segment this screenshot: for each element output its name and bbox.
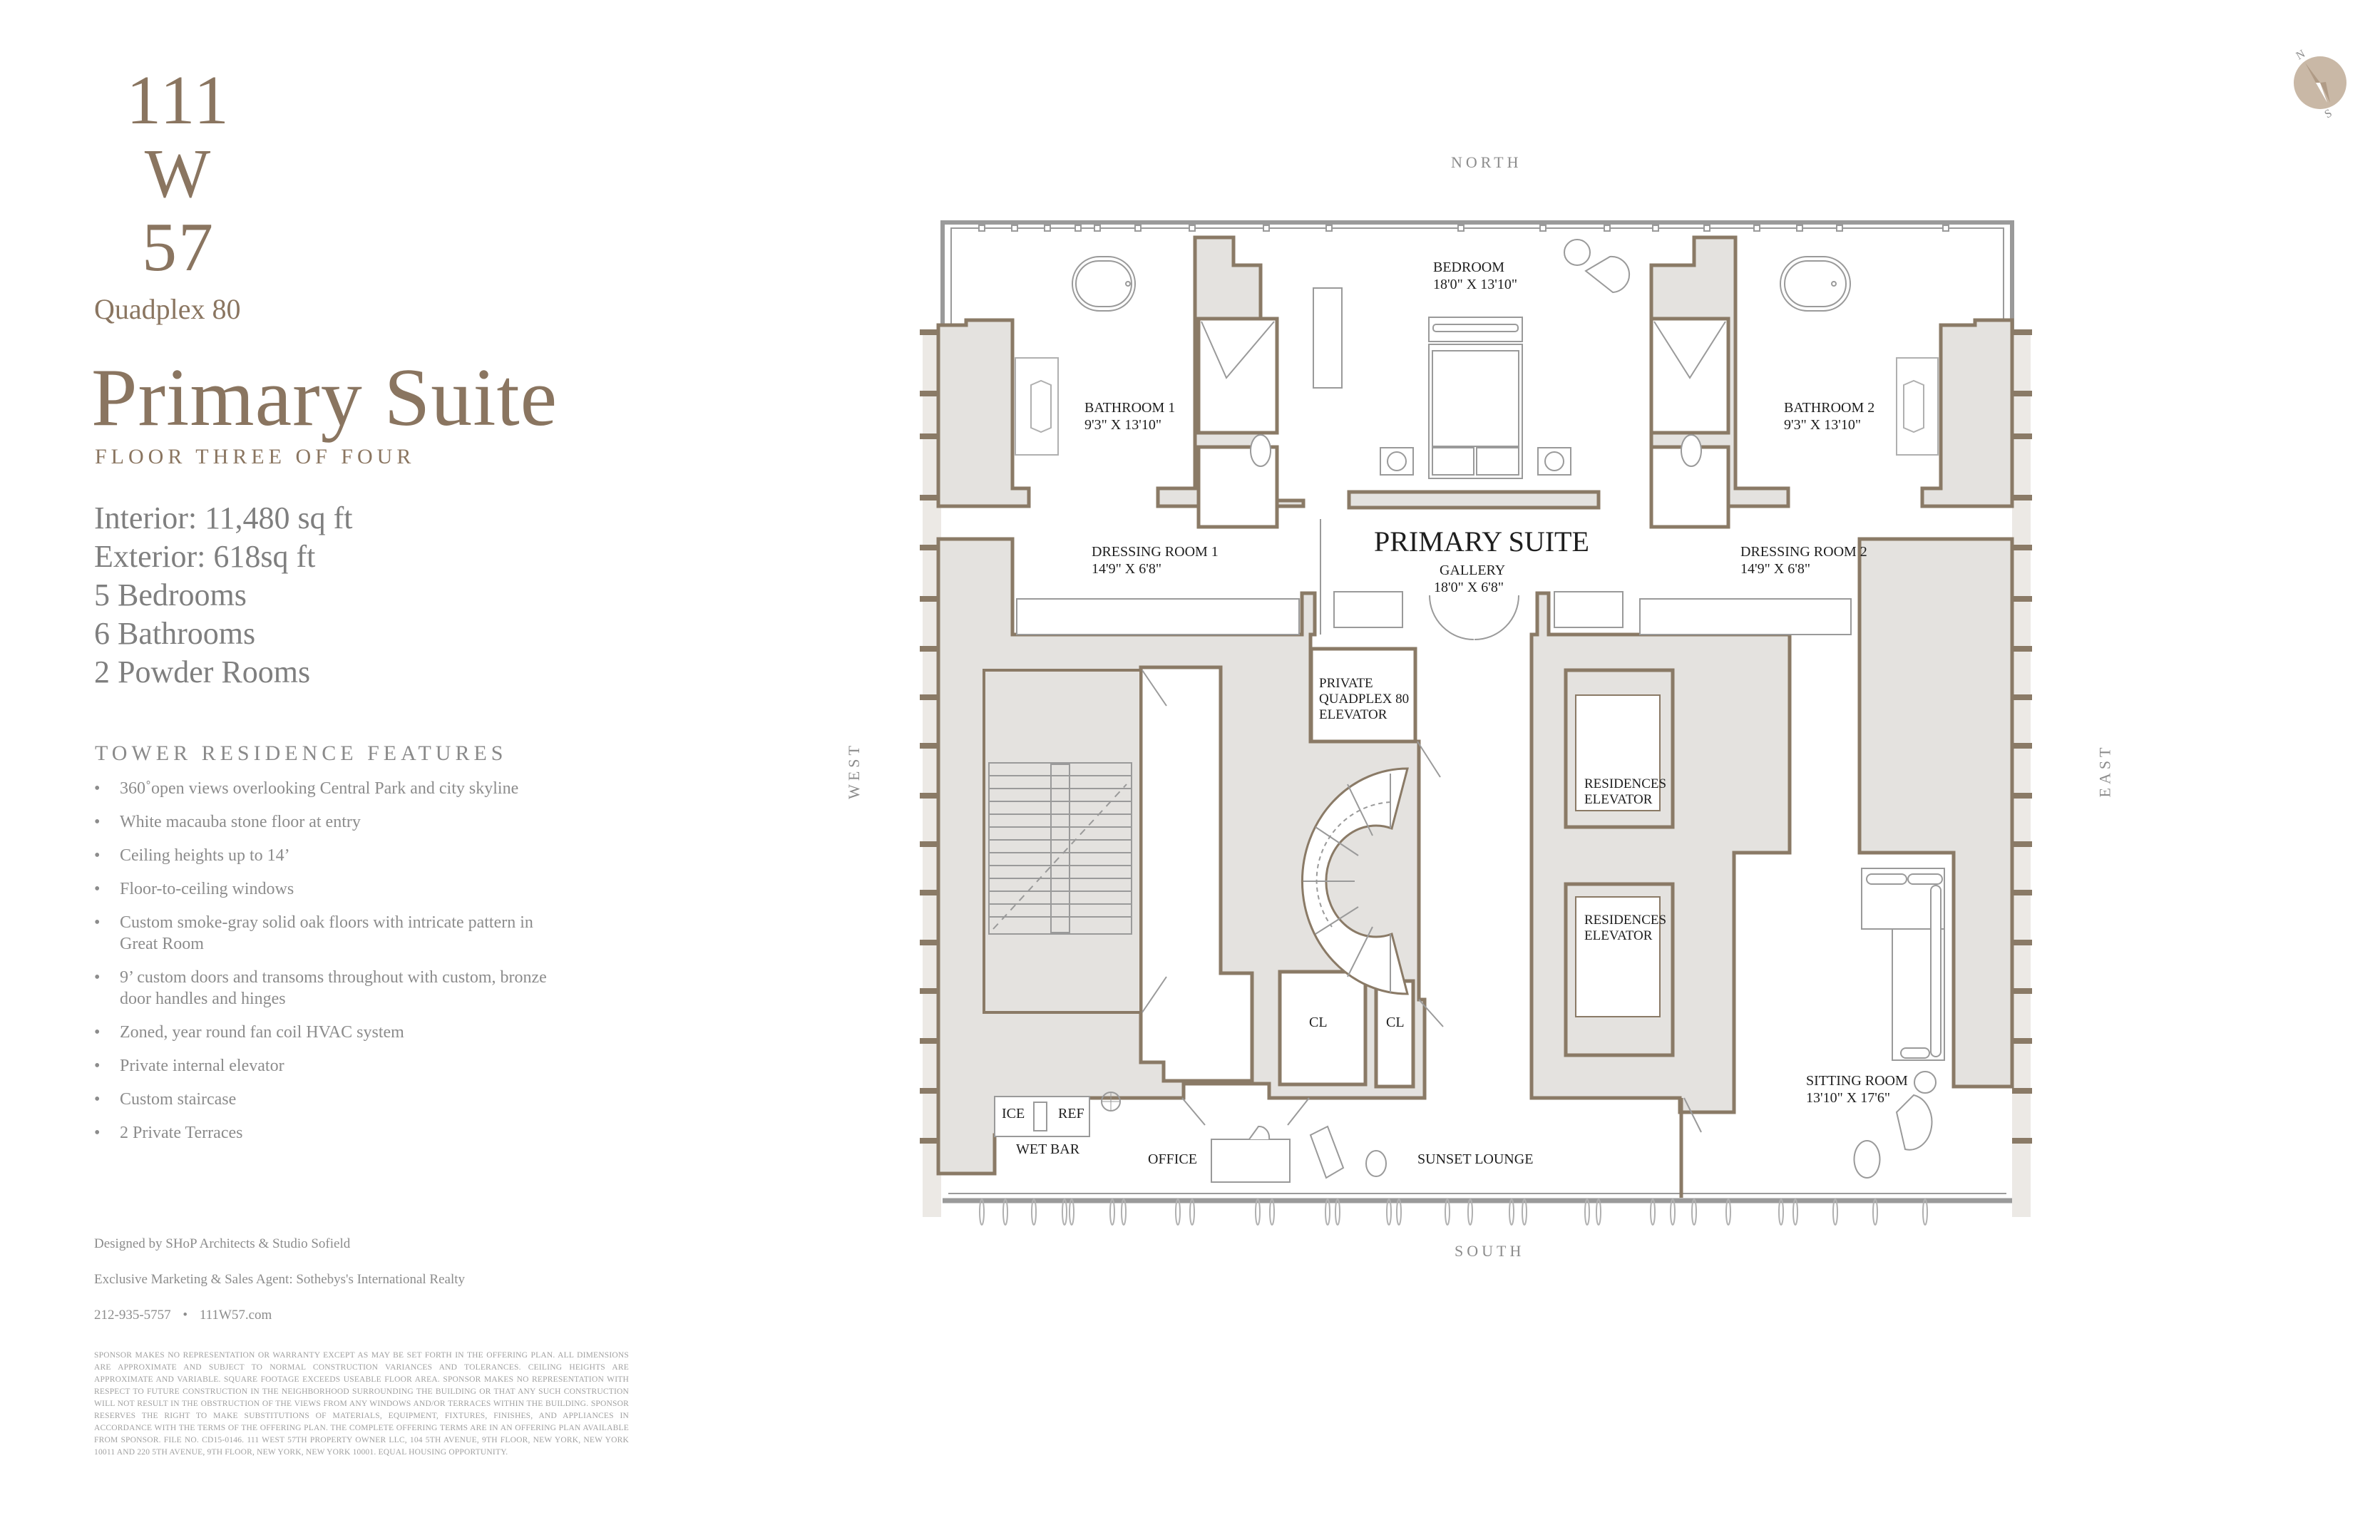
north-mullions [978, 225, 1949, 232]
dressing-built-ins [1016, 287, 1852, 635]
bullet-icon: • [94, 779, 101, 798]
office-furniture-icons [1211, 1125, 1387, 1183]
label-gallery: GALLERY [1440, 563, 1505, 578]
feature-item: •360˚open views overlooking Central Park… [94, 779, 519, 798]
label-bedroom-size: 18'0" X 13'10" [1433, 277, 1517, 292]
toilet-icons [1250, 434, 1702, 467]
label-bedroom: BEDROOM [1433, 260, 1504, 275]
label-closet-1: CL [1309, 1015, 1328, 1030]
room-labels: BEDROOM 18'0" X 13'10" BATHROOM 1 9'3" X… [1002, 260, 1908, 1167]
vanity-icons [1015, 357, 1939, 456]
bullet-icon: • [94, 846, 101, 865]
bedroom-chair-icon [1564, 239, 1631, 294]
label-bathroom-2-size: 9'3" X 13'10" [1784, 417, 1861, 433]
stat-bedrooms: 5 Bedrooms [94, 578, 247, 612]
door-swings [1142, 595, 1702, 1133]
separator-dot: • [183, 1308, 188, 1323]
label-bathroom-1-size: 9'3" X 13'10" [1084, 417, 1161, 433]
label-sunset-lounge: SUNSET LOUNGE [1417, 1151, 1533, 1167]
spiral-staircase [1301, 767, 1409, 995]
website-link[interactable]: 111W57.com [199, 1308, 272, 1323]
south-terrace-frame [943, 1193, 2012, 1226]
feature-item: •Custom staircase [94, 1090, 237, 1109]
label-bathroom-2: BATHROOM 2 [1784, 400, 1874, 416]
feature-item: •2 Private Terraces [94, 1124, 243, 1142]
label-dressing-room-1-size: 14'9" X 6'8" [1092, 561, 1161, 577]
label-private-elevator-1: PRIVATE [1319, 676, 1373, 691]
label-ice: ICE [1002, 1106, 1025, 1121]
shower-icons [1201, 321, 1726, 379]
floorplan-title: PRIMARY SUITE [1374, 525, 1589, 558]
direction-north: NORTH [1451, 153, 1522, 171]
page-title: Primary Suite [91, 352, 558, 443]
label-wet-bar: WET BAR [1016, 1141, 1080, 1157]
label-res-elevator-2b: ELEVATOR [1584, 928, 1653, 943]
label-office: OFFICE [1148, 1151, 1197, 1167]
label-dressing-room-2-size: 14'9" X 6'8" [1740, 561, 1810, 577]
label-private-elevator-3: ELEVATOR [1319, 707, 1388, 722]
legal-disclaimer: Sponsor makes no representation or warra… [94, 1351, 629, 1457]
unit-stats: Interior: 11,480 sq ft Exterior: 618sq f… [94, 499, 353, 692]
east-facade [2012, 329, 2032, 1217]
brand-logo-111: 111 [126, 62, 230, 139]
feature-item: •Zoned, year round fan coil HVAC system [94, 1023, 404, 1042]
bullet-icon: • [94, 913, 101, 932]
features-title: TOWER RESIDENCE FEATURES [95, 741, 508, 765]
label-sitting-room-size: 13'10" X 17'6" [1806, 1090, 1890, 1106]
bullet-icon: • [94, 1057, 101, 1075]
label-res-elevator-1a: RESIDENCES [1584, 776, 1666, 791]
contact-line: 212-935-5757 • 111W57.com [94, 1308, 272, 1323]
bullet-icon: • [94, 1090, 101, 1109]
label-bathroom-1: BATHROOM 1 [1084, 400, 1175, 416]
label-sitting-room: SITTING ROOM [1806, 1073, 1908, 1089]
compass: N S [2282, 41, 2360, 120]
wet-bar-counter [994, 1092, 1121, 1137]
label-dressing-room-1: DRESSING ROOM 1 [1092, 544, 1219, 560]
stat-powder-rooms: 2 Powder Rooms [94, 654, 311, 689]
feature-item: •9’ custom doors and transoms throughout… [94, 968, 547, 1008]
label-closet-2: CL [1386, 1015, 1405, 1030]
stat-bathrooms: 6 Bathrooms [94, 616, 256, 651]
unit-subtitle: Quadplex 80 [94, 293, 241, 325]
feature-item: •Ceiling heights up to 14’ [94, 846, 290, 865]
floor-label: FLOOR THREE OF FOUR [95, 445, 416, 468]
stat-exterior: Exterior: 618sq ft [94, 539, 316, 574]
label-res-elevator-1b: ELEVATOR [1584, 792, 1653, 807]
stair-hall [983, 669, 1142, 1014]
compass-icon: N S [2294, 48, 2346, 120]
label-private-elevator-2: QUADPLEX 80 [1319, 692, 1409, 707]
sofa-icon [1853, 868, 1945, 1179]
feature-item: •White macauba stone floor at entry [94, 813, 361, 831]
label-ref: REF [1058, 1106, 1084, 1121]
bullet-icon: • [94, 1023, 101, 1042]
feature-item: •Floor-to-ceiling windows [94, 880, 294, 898]
bullet-icon: • [94, 968, 101, 987]
features-list: •360˚open views overlooking Central Park… [94, 778, 565, 1156]
feature-item: •Custom smoke-gray solid oak floors with… [94, 913, 533, 953]
bullet-icon: • [94, 880, 101, 898]
label-res-elevator-2a: RESIDENCES [1584, 913, 1666, 928]
brand-logo-57: 57 [142, 209, 215, 286]
designer-credit: Designed by SHoP Architects & Studio Sof… [94, 1236, 351, 1251]
bullet-icon: • [94, 813, 101, 831]
agent-credit: Exclusive Marketing & Sales Agent: Sothe… [94, 1272, 466, 1287]
phone-number: 212-935-5757 [94, 1308, 171, 1323]
north-terrace-frame [940, 220, 2014, 329]
label-dressing-room-2: DRESSING ROOM 2 [1740, 544, 1867, 560]
stat-interior: Interior: 11,480 sq ft [94, 500, 353, 535]
brand-logo-w: W [144, 135, 212, 212]
feature-item: •Private internal elevator [94, 1057, 284, 1075]
bullet-icon: • [94, 1124, 101, 1142]
bathtub-icons [1072, 256, 1851, 312]
direction-south: SOUTH [1455, 1242, 1525, 1260]
residences-elevator-cars [1575, 694, 1661, 1017]
label-gallery-size: 18'0" X 6'8" [1434, 580, 1504, 595]
bed-icon [1380, 317, 1571, 479]
